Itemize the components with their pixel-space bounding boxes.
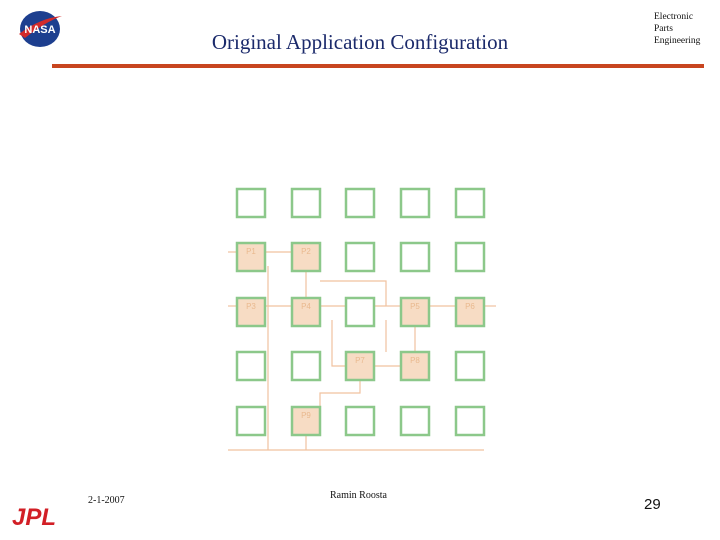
grid-cell-assigned [344,350,376,382]
grid-cell-assigned [235,296,267,328]
grid-cell [344,187,376,219]
grid-cell [235,187,267,219]
cell-label: P8 [410,356,420,365]
grid-cell [344,405,376,437]
svg-text:JPL: JPL [12,504,56,529]
grid-cell [454,405,486,437]
department-line-1: Electronic [654,12,694,22]
page-number: 29 [644,496,661,513]
department-line-2: Parts [654,24,673,34]
grid-cell-assigned [454,296,486,328]
wire-segment [320,280,387,306]
jpl-logo: JPL [12,504,56,529]
grid-cell [235,350,267,382]
grid-cell [454,350,486,382]
grid-cell [235,405,267,437]
footer-author: Ramin Roosta [330,490,387,501]
grid-cell [399,241,431,273]
wire-segment [319,380,361,407]
cell-label: P7 [355,356,365,365]
cell-label: P3 [246,302,256,311]
cell-label: P2 [301,247,311,256]
grid-cell [344,296,376,328]
cell-label: P1 [246,247,256,256]
department-label: Electronic Parts Engineering [654,11,716,47]
nasa-logo: NASA [19,11,62,47]
grid-cell-assigned [399,350,431,382]
grid-cell [290,350,322,382]
department-line-3: Engineering [654,36,701,46]
footer-date: 2-1-2007 [88,495,125,506]
grid-cell [454,187,486,219]
grid-cell-assigned [290,405,322,437]
slide-title: Original Application Configuration [211,30,509,54]
wire-segment [331,320,346,367]
cell-label: P4 [301,302,311,311]
grid-cell [399,187,431,219]
grid-cell [290,187,322,219]
grid-cell-assigned [399,296,431,328]
grid-cell [344,241,376,273]
svg-text:NASA: NASA [24,24,55,36]
grid-cell-assigned [290,296,322,328]
cell-label: P9 [301,411,311,420]
grid-cell-assigned [235,241,267,273]
header-rule [52,64,704,68]
cell-label: P5 [410,302,420,311]
grid-cell [399,405,431,437]
grid-cell-assigned [290,241,322,273]
grid-cell [454,241,486,273]
cell-label: P6 [465,302,475,311]
